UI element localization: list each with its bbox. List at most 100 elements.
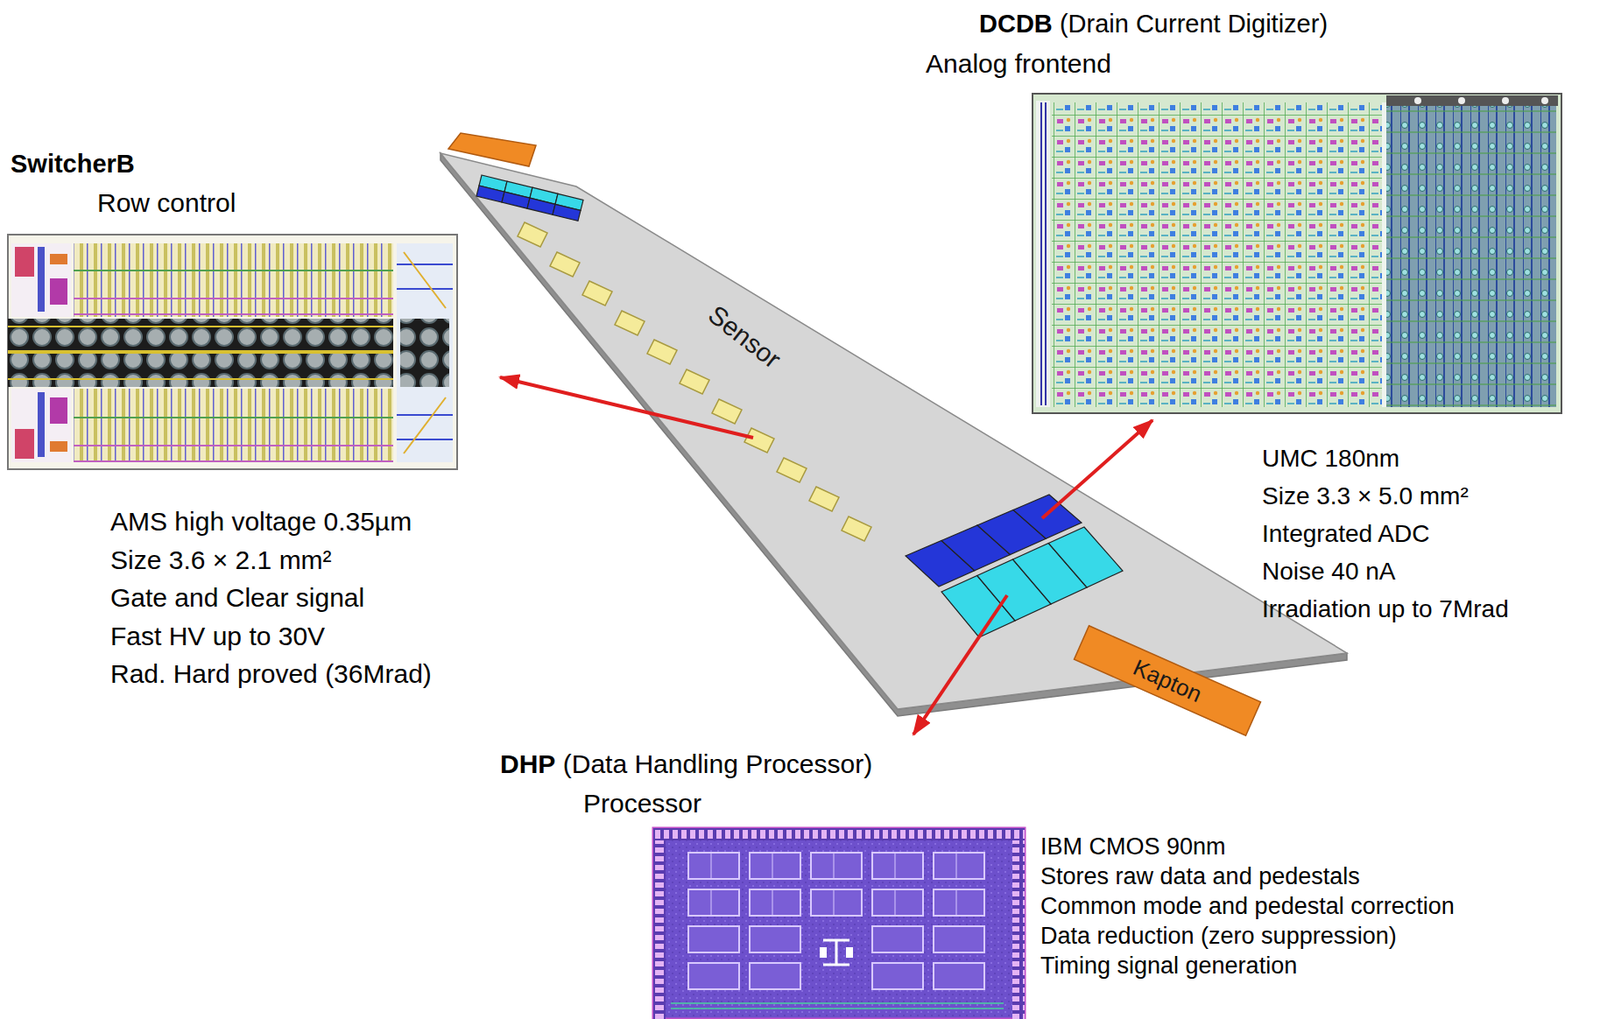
switcher-layout <box>37 392 45 458</box>
dcd-layout <box>1458 97 1466 105</box>
dcd-layout <box>1386 105 1557 408</box>
dhp-chips <box>1048 527 1123 588</box>
switcher-layout <box>49 278 68 305</box>
kapton-cable <box>448 133 536 167</box>
dcd-layout <box>1381 102 1387 408</box>
spec-text: Size 3.6 × 2.1 mm² <box>110 544 332 577</box>
switcher-layout <box>73 243 394 318</box>
dhp-layout <box>711 852 957 917</box>
pointer-arrows <box>500 377 1153 735</box>
top-chips <box>476 175 584 221</box>
heading-line: Row control <box>97 187 236 219</box>
heading-line: Analog frontend <box>925 48 1112 80</box>
heading-line: DCDB(Drain Current Digitizer) <box>979 8 1328 40</box>
dhp-layout <box>749 963 801 990</box>
dhp-layout <box>653 840 666 1019</box>
kapton-cable: Kapton <box>1064 623 1270 742</box>
chip-role: (Data Handling Processor) <box>563 749 873 779</box>
dhp-layout <box>688 963 740 990</box>
dhp-layout <box>653 828 1025 841</box>
dhp-layout <box>810 889 862 917</box>
dcd-layout <box>1501 97 1509 105</box>
switcher-chips <box>744 428 775 453</box>
switcher-chips <box>517 222 872 542</box>
switcher-layout <box>7 325 394 328</box>
spec-text: Irradiation up to 7Mrad <box>1261 594 1509 625</box>
switcher-layout <box>7 234 458 470</box>
spec-text: Rad. Hard proved (36Mrad) <box>110 658 432 691</box>
chip-role: Analog frontend <box>925 49 1112 78</box>
dcd-layout <box>1386 95 1558 106</box>
dcd-chips <box>905 541 975 588</box>
switcher-layout <box>11 243 71 318</box>
switcher-layout <box>396 264 453 440</box>
switcher-chips <box>582 281 613 306</box>
dhp-layout <box>933 889 985 917</box>
switcher-layout <box>14 246 35 277</box>
dhp-layout <box>933 852 985 880</box>
pointer-arrows <box>500 377 754 438</box>
switcher-chips <box>549 252 580 277</box>
dhp-layout <box>872 963 924 990</box>
dhp-layout <box>749 926 801 953</box>
top-chips <box>527 197 556 215</box>
spec-text: AMS high voltage 0.35µm <box>110 506 412 538</box>
dcd-chips <box>905 494 1082 587</box>
switcher-chips <box>614 310 645 336</box>
dcd-layout <box>1041 102 1046 406</box>
spec-text: Data reduction (zero suppression) <box>1040 922 1397 951</box>
dhp-layout <box>749 889 801 917</box>
switcher-layout <box>7 234 458 470</box>
dhp-layout <box>933 963 985 990</box>
dhp-layout <box>688 852 985 990</box>
switcher-layout <box>49 397 68 424</box>
dcd-layout <box>1541 97 1549 105</box>
switcher-layout <box>11 388 71 463</box>
heading-line: SwitcherB <box>10 148 135 180</box>
switcher-chips <box>517 222 548 247</box>
switcher-layout <box>7 378 394 381</box>
dhp-chips <box>977 559 1051 621</box>
switcher-layout <box>37 246 45 312</box>
dhp-layout <box>823 940 850 966</box>
dhp-layout <box>845 947 853 959</box>
spec-text: Noise 40 nA <box>1261 556 1396 587</box>
top-chips <box>479 175 508 192</box>
spec-text: Size 3.3 × 5.0 mm² <box>1261 481 1469 512</box>
spec-text: UMC 180nm <box>1261 444 1400 474</box>
top-chips <box>501 191 530 209</box>
spec-text: IBM CMOS 90nm <box>1040 832 1227 861</box>
chip-name: DCDB <box>979 9 1053 38</box>
top-chips <box>555 193 584 211</box>
chip-name: SwitcherB <box>10 149 135 178</box>
dhp-chips <box>941 527 1123 638</box>
top-chips <box>552 204 581 221</box>
pointer-arrows <box>913 595 1008 735</box>
switcher-chips <box>776 458 807 483</box>
dcd-chip: DCDB(Drain Current Digitizer)Analog fron… <box>1032 93 1562 414</box>
dcd-chips <box>1013 494 1082 539</box>
sensor-strip-outline <box>437 148 1354 720</box>
dhp-layout <box>688 889 740 917</box>
sensor-strip-shape <box>440 153 1347 710</box>
dhp-layout <box>653 828 1025 1019</box>
dcd-chips <box>941 525 1011 571</box>
dhp-layout <box>688 852 740 880</box>
spec-text: Stores raw data and pedestals <box>1040 862 1361 891</box>
switcher-layout <box>7 318 394 388</box>
dhp-layout <box>872 889 924 917</box>
switcher-chip: SwitcherBRow control <box>7 234 458 470</box>
dhp-chip: DHP(Data Handling Processor)Processor <box>653 828 1025 1019</box>
spec-text: Gate and Clear signal <box>110 582 365 614</box>
dhp-layout <box>670 1003 1004 1009</box>
chip-role: (Drain Current Digitizer) <box>1059 9 1328 38</box>
switcher-layout <box>403 252 446 454</box>
dhp-layout <box>749 852 801 880</box>
top-chips <box>476 185 505 203</box>
switcher-layout <box>49 253 68 265</box>
switcher-chips <box>711 399 742 424</box>
switcher-layout <box>400 318 450 388</box>
dcd-layout <box>1036 100 1051 408</box>
dcd-chips <box>977 510 1046 556</box>
